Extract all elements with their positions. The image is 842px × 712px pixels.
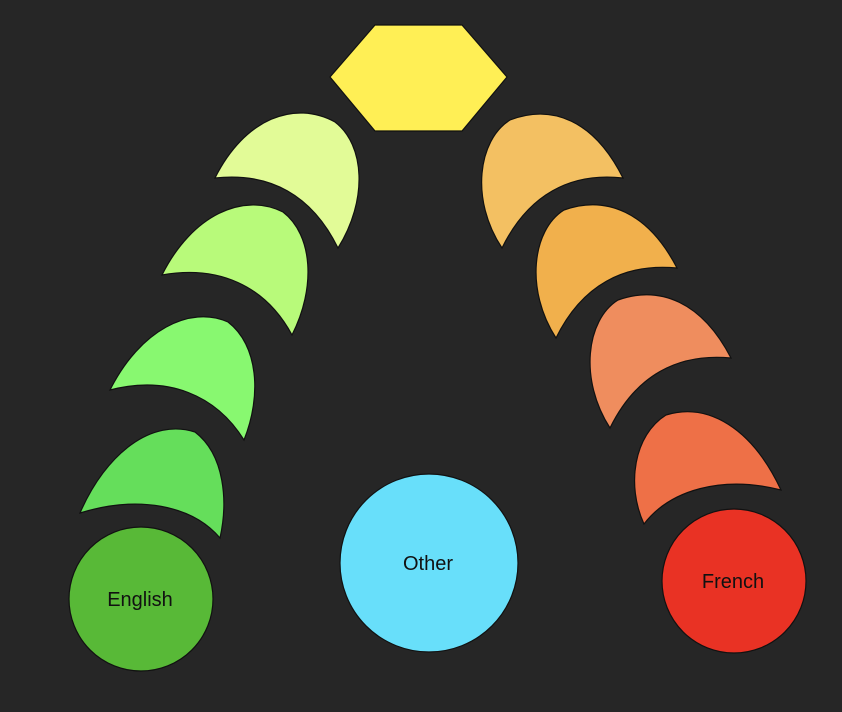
left-chain-segment-3[interactable] [108, 316, 256, 442]
other-node-circle[interactable] [339, 473, 519, 653]
left-chain-segment-4[interactable] [78, 428, 225, 540]
english-node-circle[interactable] [68, 526, 214, 672]
left-chain-segment-2[interactable] [160, 204, 309, 337]
french-node-circle[interactable] [661, 508, 807, 654]
other-node-label: Other [403, 553, 453, 575]
node-english[interactable]: English [68, 526, 214, 672]
french-node-label: French [702, 571, 764, 593]
right-chain-segment-1[interactable] [481, 113, 625, 250]
right-chain-segment-3[interactable] [589, 294, 733, 430]
english-node-label: English [107, 589, 173, 611]
hub-hexagon[interactable] [329, 24, 508, 132]
node-french[interactable]: French [661, 508, 807, 654]
left-chain-segment-1[interactable] [213, 112, 360, 250]
node-other[interactable]: Other [339, 473, 519, 653]
right-chain-segment-4[interactable] [633, 411, 783, 526]
right-chain-segment-2[interactable] [535, 204, 679, 340]
